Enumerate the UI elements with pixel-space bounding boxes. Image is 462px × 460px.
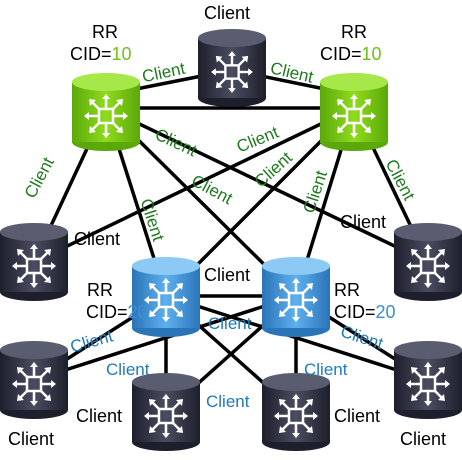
router-client-bottom-2 [132,373,200,451]
router-client-top [198,29,266,107]
label-cid-blue-left: CID=20 [86,302,148,322]
label-client-bottom-3: Client [334,406,381,426]
label-client-top: Client [204,3,251,23]
router-client-bottom-3 [262,373,330,451]
label-rr-blue-right: RR [334,280,360,300]
router-client-bottom-1 [0,341,68,419]
cid-value-blue: 20 [127,302,148,322]
cid-prefix: CID= [86,302,128,322]
label-rr-green-right: RR [341,22,367,42]
label-cid-green-right: CID=10 [320,44,382,64]
edge-label-client: Client [106,360,150,379]
label-client-center: Client [204,265,251,285]
cid-prefix: CID= [320,44,362,64]
link-br-c1 [33,294,297,382]
router-rr-blue-left [132,257,200,337]
cid-value-blue: 20 [375,302,396,322]
cid-prefix: CID= [70,44,112,64]
label-client-left: Client [74,229,121,249]
edge-label-client: Client [304,360,348,379]
label-client-bottom-1: Client [8,429,55,449]
edge-label-client: Client [208,314,252,333]
router-client-left [0,223,68,301]
label-rr-green-left: RR [92,22,118,42]
router-rr-green-left [72,73,140,151]
label-rr-blue-left: RR [87,280,113,300]
label-cid-blue-right: CID=20 [334,302,396,322]
label-cid-green-left: CID=10 [70,44,132,64]
label-client-bottom-4: Client [400,429,447,449]
label-client-bottom-2: Client [76,406,123,426]
link-rrR-leftclient [33,106,355,264]
link-rrL-rightclient [105,106,429,264]
edge-label-client: Client [206,392,250,411]
cid-value-green: 10 [111,44,132,64]
router-rr-blue-right [262,257,330,337]
cid-prefix: CID= [334,302,376,322]
router-rr-green-right [320,73,388,151]
router-client-right [394,223,462,301]
cid-value-green: 10 [361,44,382,64]
label-client-right: Client [340,212,387,232]
router-client-bottom-4 [394,341,462,419]
